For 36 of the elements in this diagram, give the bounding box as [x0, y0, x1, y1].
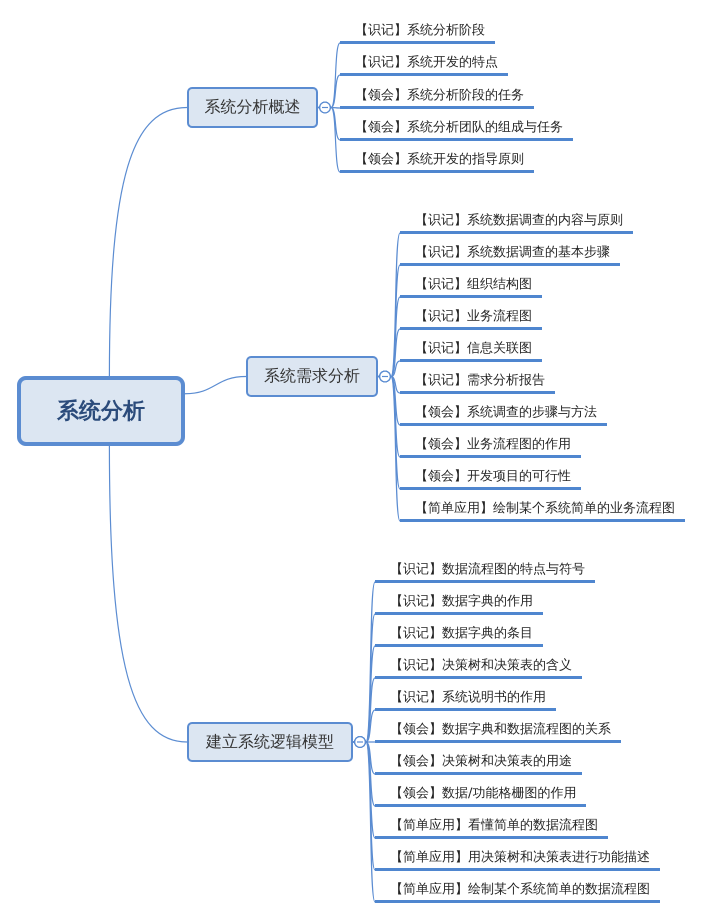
central-topic-box: 系统分析 [17, 376, 185, 446]
underlined-topic: 【简单应用】绘制某个系统简单的数据流程图 [375, 881, 660, 903]
underlined-topic: 【领会】业务流程图的作用 [400, 436, 581, 458]
underlined-topic: 【领会】系统分析阶段的任务 [340, 87, 534, 109]
underlined-topic: 【识记】系统数据调查的内容与原则 [400, 212, 633, 234]
connector-line [108, 106, 188, 376]
underlined-topic: 【识记】业务流程图 [400, 308, 542, 330]
underlined-topic: 【识记】数据流程图的特点与符号 [375, 561, 595, 583]
underlined-topic: 【识记】组织结构图 [400, 276, 542, 298]
underlined-topic: 【识记】数据字典的条目 [375, 625, 543, 647]
topic-box: 系统需求分析 [246, 356, 378, 397]
underlined-topic: 【领会】决策树和决策表的用途 [375, 753, 582, 775]
underlined-topic: 【识记】信息关联图 [400, 340, 542, 362]
underlined-topic: 【简单应用】用决策树和决策表进行功能描述 [375, 849, 660, 871]
underlined-topic: 【领会】数据/功能格栅图的作用 [375, 785, 586, 807]
underlined-topic: 【简单应用】绘制某个系统简单的业务流程图 [400, 500, 685, 522]
underlined-topic: 【识记】系统开发的特点 [340, 54, 508, 76]
underlined-topic: 【领会】数据字典和数据流程图的关系 [375, 721, 621, 743]
topic-box: 系统分析概述 [187, 87, 318, 128]
underlined-topic: 【识记】系统说明书的作用 [375, 689, 556, 711]
connector-line [353, 736, 376, 902]
underlined-topic: 【识记】数据字典的作用 [375, 593, 543, 615]
connector-line [318, 102, 340, 172]
underlined-topic: 【领会】系统调查的步骤与方法 [400, 404, 607, 426]
underlined-topic: 【领会】系统分析团队的组成与任务 [340, 119, 573, 141]
connector-line [184, 376, 246, 394]
connector-line [108, 446, 188, 743]
underlined-topic: 【简单应用】看懂简单的数据流程图 [375, 817, 608, 839]
underlined-topic: 【识记】需求分析报告 [400, 372, 555, 394]
connector-line [378, 370, 401, 522]
underlined-topic: 【领会】开发项目的可行性 [400, 468, 581, 490]
underlined-topic: 【识记】决策树和决策表的含义 [375, 657, 582, 679]
underlined-topic: 【识记】系统数据调查的基本步骤 [400, 244, 620, 266]
underlined-topic: 【识记】系统分析阶段 [340, 22, 495, 44]
underlined-topic: 【领会】系统开发的指导原则 [340, 151, 534, 173]
topic-box: 建立系统逻辑模型 [187, 722, 353, 762]
